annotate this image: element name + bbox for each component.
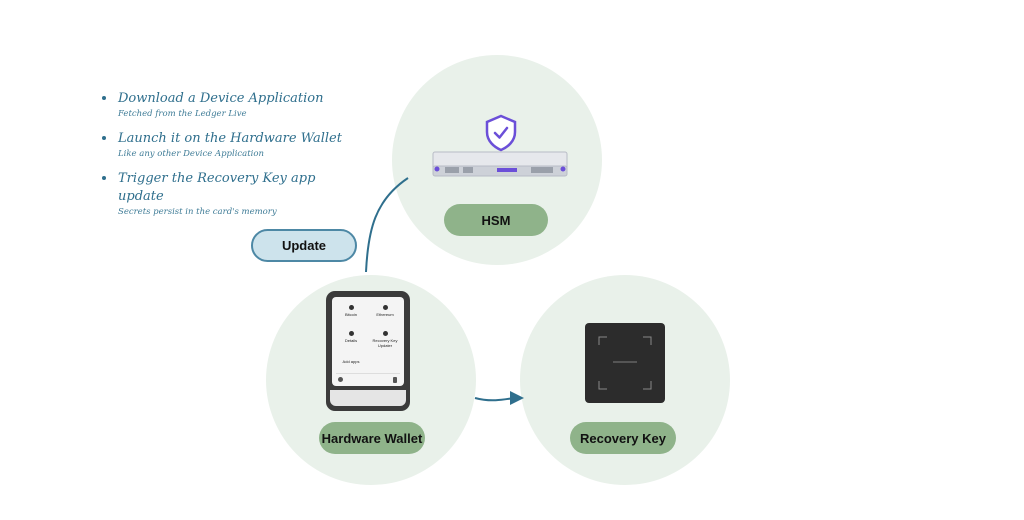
step-subtitle: Fetched from the Ledger Live — [118, 109, 247, 119]
hsm-label: HSM — [444, 204, 548, 236]
wallet-to-recovery-key-arrow — [474, 397, 515, 402]
app-label: Recovery Key Updater — [372, 338, 398, 348]
steps-list: Download a Device Application Fetched fr… — [102, 90, 362, 228]
add-apps-label: Add apps — [342, 359, 360, 364]
step-title: Launch it on the Hardware Wallet — [118, 131, 342, 146]
app-label: Ethereum — [376, 312, 394, 317]
app-ethereum: Ethereum — [370, 305, 400, 317]
device-chin — [330, 390, 406, 406]
recovery-key-icon — [382, 331, 388, 336]
bullet-dot — [102, 176, 106, 180]
card-corner-marks — [598, 336, 652, 390]
step-title: Download a Device Application — [118, 91, 324, 106]
step-subtitle: Like any other Device Application — [118, 149, 264, 159]
details-icon — [348, 331, 354, 336]
server-icon — [432, 151, 568, 177]
app-label: Details — [344, 338, 358, 343]
update-label: Update — [251, 229, 357, 262]
recovery-key-label: Recovery Key — [570, 422, 676, 454]
step-subtitle: Secrets persist in the card's memory — [118, 207, 277, 217]
battery-icon — [393, 377, 397, 383]
app-label: Bitcoin — [344, 312, 357, 317]
shield-check-icon — [485, 114, 517, 152]
hardware-wallet-device: Bitcoin Ethereum Details Recovery Key Up… — [326, 291, 410, 411]
app-bitcoin: Bitcoin — [336, 305, 366, 317]
bitcoin-icon — [348, 305, 354, 310]
hardware-wallet-label: Hardware Wallet — [319, 422, 425, 454]
step-item: Download a Device Application Fetched fr… — [102, 90, 362, 120]
add-apps: Add apps — [336, 359, 366, 364]
step-title: Trigger the Recovery Key app update — [118, 171, 316, 204]
ethereum-icon — [382, 305, 388, 310]
bullet-dot — [102, 96, 106, 100]
screen-divider — [336, 373, 400, 374]
bullet-dot — [102, 136, 106, 140]
step-item: Launch it on the Hardware Wallet Like an… — [102, 130, 362, 160]
step-item: Trigger the Recovery Key app update Secr… — [102, 170, 362, 218]
app-recovery-key-updater: Recovery Key Updater — [370, 331, 400, 348]
recovery-key-card — [585, 323, 665, 403]
settings-icon — [338, 377, 343, 382]
device-screen: Bitcoin Ethereum Details Recovery Key Up… — [332, 297, 404, 386]
app-details: Details — [336, 331, 366, 343]
